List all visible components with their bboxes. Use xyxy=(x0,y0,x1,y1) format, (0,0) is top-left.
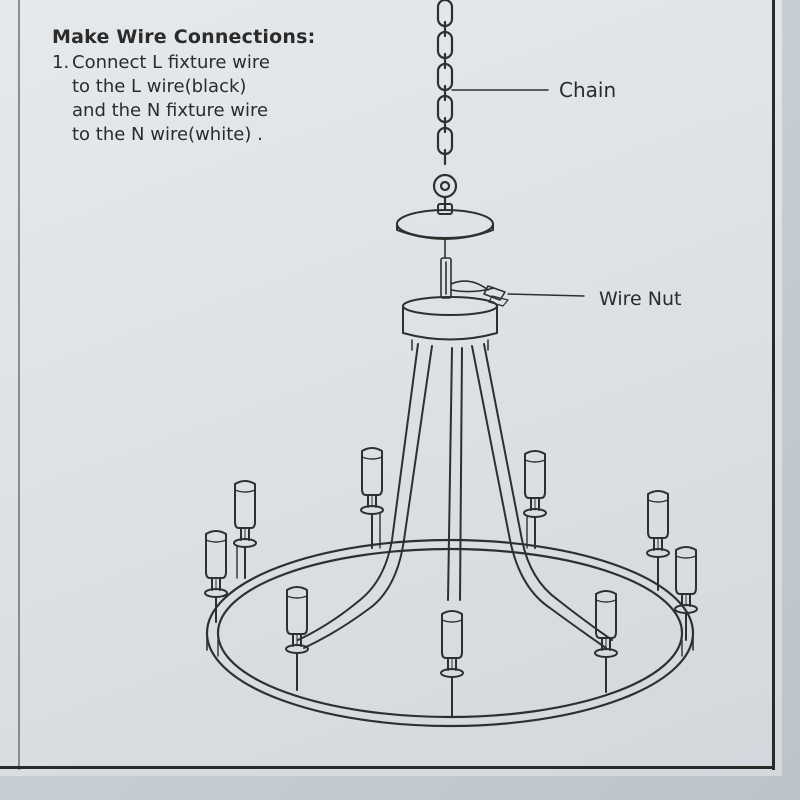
canopy xyxy=(396,203,494,240)
page-border-bottom xyxy=(0,766,775,769)
hub xyxy=(402,296,498,351)
step-number: 1. xyxy=(52,52,70,73)
instructions-heading: Make Wire Connections: xyxy=(52,26,316,48)
page-border-right xyxy=(772,0,775,770)
step-line-3: and the N fixture wire xyxy=(72,100,269,121)
sheet-left-edge xyxy=(18,0,20,770)
step-line-4: to the N wire(white) . xyxy=(72,124,263,145)
instruction-sheet xyxy=(0,0,782,776)
wire-assembly xyxy=(440,239,509,307)
instructions-block: Make Wire Connections: 1. Connect L fixt… xyxy=(52,26,352,147)
chain-label: Chain xyxy=(559,78,617,102)
chandelier-arms xyxy=(297,343,613,649)
candle-cups xyxy=(204,447,698,717)
instruction-step-1: 1. Connect L fixture wire to the L wire(… xyxy=(52,51,352,147)
wire-nut-label: Wire Nut xyxy=(599,288,682,310)
step-line-1: Connect L fixture wire xyxy=(72,52,270,73)
step-line-2: to the L wire(black) xyxy=(72,76,247,97)
chandelier-ring xyxy=(205,538,695,728)
chain xyxy=(432,0,458,212)
wire-nut-leader-line xyxy=(507,293,585,297)
